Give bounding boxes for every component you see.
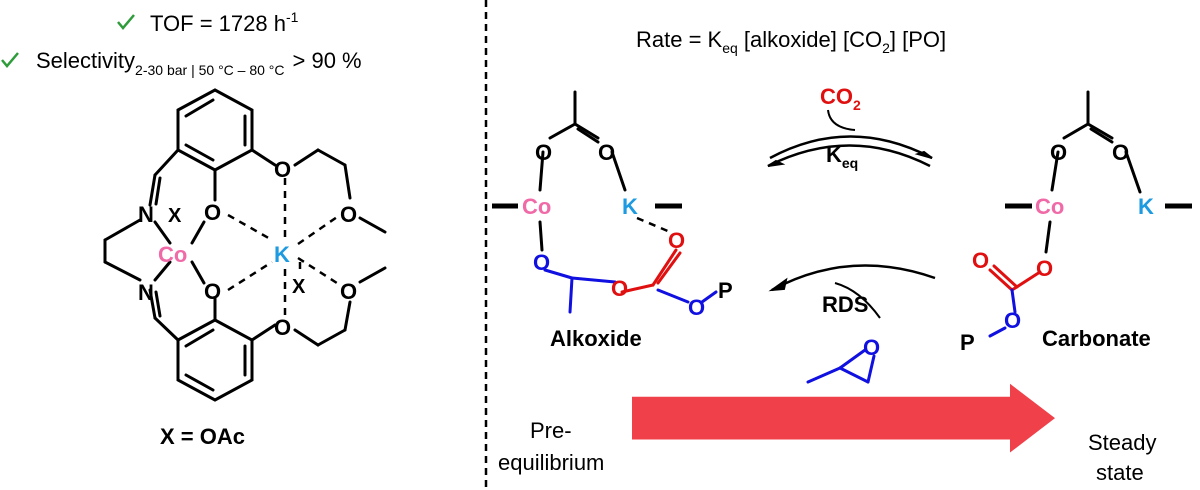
pressure-label: CO2 pressure	[755, 440, 888, 469]
cobalt-atom: Co	[522, 194, 551, 219]
carbonate-label: Carbonate	[1042, 326, 1151, 351]
potassium-atom: K	[274, 242, 290, 267]
o-atom: O	[340, 202, 357, 227]
right-panel: Rate = Keq [alkoxide] [CO2] [PO] O O Co	[492, 27, 1192, 485]
steady-line2: state	[1096, 460, 1144, 485]
o-atom: O	[1112, 140, 1129, 165]
steady-line1: Steady	[1088, 430, 1157, 455]
check-icon	[117, 14, 135, 30]
o-atom: O	[274, 157, 291, 182]
check-icon	[1, 52, 19, 68]
keq-label: Keq	[826, 142, 858, 171]
alkoxide-complex: O O Co K O O O O P Alkoxide	[492, 90, 733, 351]
p-label: P	[960, 330, 975, 355]
o-atom: O	[204, 200, 221, 225]
o-atom: O	[972, 248, 989, 273]
o-atom: O	[1036, 256, 1053, 281]
co2-reagent: CO2	[820, 84, 861, 113]
rds-arrow: RDS O	[768, 264, 936, 384]
n-atom-top: N	[138, 202, 154, 227]
o-atom: O	[533, 250, 550, 275]
o-atom: O	[863, 335, 880, 360]
rate-law: Rate = Keq [alkoxide] [CO2] [PO]	[636, 27, 946, 56]
rds-label: RDS	[822, 292, 868, 317]
o-atom: O	[274, 315, 291, 340]
equilibrium-arrows: CO2 Keq	[767, 84, 933, 171]
o-atom: O	[611, 276, 628, 301]
pre-equilibrium-line2: equilibrium	[498, 450, 604, 475]
alkoxide-label: Alkoxide	[550, 326, 642, 351]
pre-equilibrium-line1: Pre-	[530, 418, 572, 443]
left-panel: TOF = 1728 h-1 Selectivity2-30 bar | 50 …	[1, 9, 387, 449]
o-atom: O	[598, 140, 615, 165]
cobalt-atom: Co	[158, 242, 187, 267]
o-atom: O	[1004, 308, 1021, 333]
cobalt-atom: Co	[1035, 194, 1064, 219]
o-atom: O	[204, 279, 221, 304]
tof-text: TOF = 1728 h-1	[150, 9, 299, 36]
o-atom: O	[535, 140, 552, 165]
o-atom: O	[340, 279, 357, 304]
x-ligand-bottom: X	[292, 276, 306, 298]
o-atom: O	[1050, 140, 1067, 165]
x-definition: X = OAc	[160, 424, 245, 449]
n-atom-bottom: N	[138, 280, 154, 305]
catalyst-structure: N N X Co O O O O K X O O	[103, 88, 387, 402]
potassium-atom: K	[1138, 194, 1154, 219]
p-label: P	[718, 278, 733, 303]
pressure-arrow: CO2 pressure	[632, 383, 1055, 469]
o-atom: O	[688, 295, 705, 320]
o-atom: O	[668, 228, 685, 253]
carbonate-complex: O O Co K O O O P Carbonate	[960, 90, 1192, 355]
x-ligand-top: X	[168, 205, 182, 227]
potassium-atom: K	[622, 194, 638, 219]
selectivity-text: Selectivity2-30 bar | 50 °C – 80 °C> 90 …	[36, 48, 362, 78]
